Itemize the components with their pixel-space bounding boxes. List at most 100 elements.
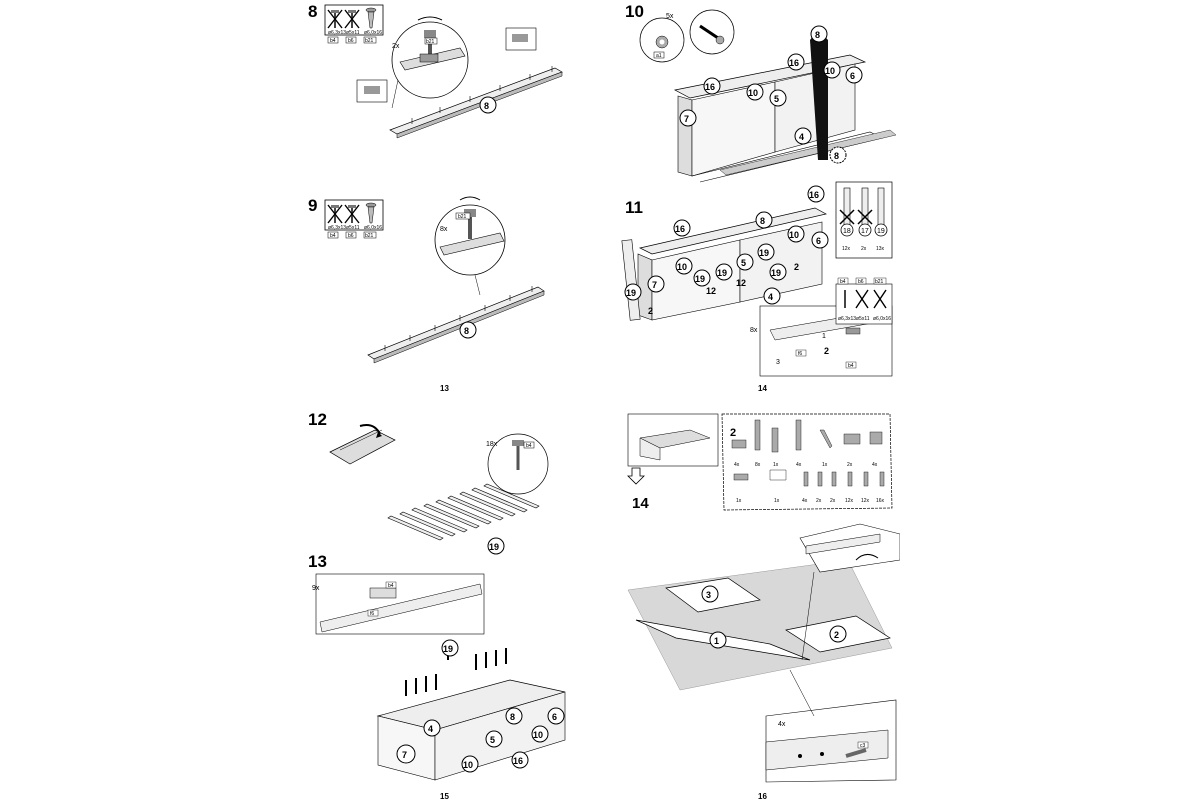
part-8-label: 8 bbox=[815, 30, 820, 40]
callout-code-f6: f6 bbox=[370, 611, 374, 617]
step-14-number: 14 bbox=[632, 495, 649, 512]
hw-size-2: ø5x11 bbox=[346, 30, 360, 36]
part-5-label: 5 bbox=[741, 258, 746, 268]
code-c3: c3 bbox=[860, 743, 866, 749]
hw-code-1: b4 bbox=[330, 233, 336, 239]
hw-code-3: b21 bbox=[875, 279, 884, 285]
part-4-label: 4 bbox=[768, 292, 773, 302]
hw-size-3: ø6,0x16 bbox=[873, 316, 891, 322]
code-a1: a1 bbox=[656, 53, 662, 59]
qty-label: 5x bbox=[666, 13, 674, 20]
step-9-number: 9 bbox=[308, 196, 318, 215]
code-b4: b4 bbox=[388, 583, 394, 589]
part-8-label: 8 bbox=[510, 712, 515, 722]
part-10-label: 10 bbox=[825, 66, 835, 76]
part-19-label: 19 bbox=[759, 248, 769, 258]
qty-label: 18x bbox=[486, 441, 498, 448]
part-10-label: 10 bbox=[533, 730, 543, 740]
screw-icon-b6 bbox=[344, 9, 360, 29]
kit2-qty-8: 16x bbox=[876, 498, 885, 504]
step-10-number: 10 bbox=[625, 2, 644, 21]
part-3-label: 3 bbox=[706, 590, 711, 600]
code-b4: b4 bbox=[526, 443, 532, 449]
kit2-qty-6: 12x bbox=[845, 498, 854, 504]
rail-part-17: 17 bbox=[861, 228, 869, 235]
detail-num-2: 2 bbox=[824, 346, 829, 356]
qty-label: 8x bbox=[440, 226, 448, 233]
detail-num-1: 1 bbox=[822, 333, 826, 340]
step-13-number: 13 bbox=[308, 552, 327, 571]
qty-label: 4x bbox=[778, 721, 786, 728]
page-15: 12 13 15 b4 18x 19 b4 bbox=[300, 400, 600, 801]
kit2-qty-3: 4x bbox=[802, 498, 808, 504]
part-8-label: 8 bbox=[760, 216, 765, 226]
part-10-label: 10 bbox=[677, 262, 687, 272]
part-12-label: 12 bbox=[706, 286, 716, 296]
rail-qty-18: 12x bbox=[842, 246, 851, 252]
hw-code-2: b6 bbox=[348, 38, 354, 44]
part-16-label: 16 bbox=[809, 190, 819, 200]
kit2-qty-1: 1x bbox=[736, 498, 742, 504]
screw-icon-b4 bbox=[327, 9, 343, 29]
kit-number: 2 bbox=[730, 427, 736, 439]
kit-qty-5: 1x bbox=[822, 462, 828, 468]
rail-part-18: 18 bbox=[843, 228, 851, 235]
part-2-label: 2 bbox=[834, 630, 839, 640]
page-number: 14 bbox=[758, 384, 767, 393]
step-16-illustration: 3 1 2 c3 4x bbox=[627, 523, 900, 783]
qty-label: 9x bbox=[312, 585, 320, 592]
part-19-label: 19 bbox=[489, 542, 499, 552]
step-9-illustration: ø6,3x13 ø5x11 ø6,0x16 b4 b6 b21 b21 8x 8 bbox=[324, 196, 545, 364]
kit2-qty-7: 12x bbox=[861, 498, 870, 504]
hw-size-1: ø6,3x13 bbox=[838, 316, 856, 322]
step-13-illustration: b4 f6 9x 19 4 8 6 7 5 10 10 16 bbox=[312, 573, 566, 781]
callout-code-b21: b21 bbox=[426, 39, 435, 45]
kit-qty-2: 8x bbox=[755, 462, 761, 468]
screw-code-b4: b4 bbox=[848, 363, 854, 369]
part-19-label: 19 bbox=[626, 288, 636, 298]
kit-qty-3: 1x bbox=[773, 462, 779, 468]
page-number: 16 bbox=[758, 792, 767, 801]
callout-code-f6: f6 bbox=[798, 351, 802, 357]
kit-qty-7: 4x bbox=[872, 462, 878, 468]
step-11-illustration: 18 17 19 12x 2x 13x 8x 1 2 3 f6 b4 b4 b6… bbox=[621, 181, 893, 377]
step-14-overview: 14 2 4x 8x 1x 4x 1x 2x 4x 1x bbox=[627, 413, 893, 512]
page-14: 10 11 14 a1 5x 8 16 16 10 bbox=[600, 0, 900, 400]
kit-qty-6: 2x bbox=[847, 462, 853, 468]
part-19-label: 19 bbox=[771, 268, 781, 278]
part-19-label: 19 bbox=[695, 274, 705, 284]
part-4-label: 4 bbox=[799, 132, 804, 142]
part-5-label: 5 bbox=[490, 735, 495, 745]
detail-num-3: 3 bbox=[776, 359, 780, 366]
step-8-illustration: ø6,3x13 ø5x11 ø6,0x16 b4 b6 b21 2x b21 8 bbox=[324, 4, 563, 139]
hw-code-3: b21 bbox=[365, 233, 374, 239]
page-number: 13 bbox=[440, 384, 449, 393]
part-4-label: 4 bbox=[428, 724, 433, 734]
part-7-label: 7 bbox=[402, 750, 407, 760]
qty-label: 8x bbox=[750, 327, 758, 334]
kit2-qty-4: 2x bbox=[816, 498, 822, 504]
part-7-label: 7 bbox=[652, 280, 657, 290]
part-10-label: 10 bbox=[789, 230, 799, 240]
screw-icon-b21 bbox=[365, 202, 377, 224]
hw-size-3: ø6,0x16 bbox=[364, 225, 382, 231]
part-7-label: 7 bbox=[684, 114, 689, 124]
part-16-label: 16 bbox=[789, 58, 799, 68]
part-6-label: 6 bbox=[552, 712, 557, 722]
part-6-label: 6 bbox=[850, 71, 855, 81]
screw-icon-b6 bbox=[344, 204, 360, 224]
part-6-label: 6 bbox=[816, 236, 821, 246]
step-11-number: 11 bbox=[625, 198, 643, 217]
step-8-number: 8 bbox=[308, 2, 318, 21]
hw-size-2: ø5x11 bbox=[346, 225, 360, 231]
part-12-label: 12 bbox=[736, 278, 746, 288]
kit2-qty-2: 1x bbox=[774, 498, 780, 504]
part-16-label: 16 bbox=[675, 224, 685, 234]
hw-size-1: ø6,3x13 bbox=[328, 225, 346, 231]
part-2-label: 2 bbox=[648, 306, 653, 316]
part-8-label: 8 bbox=[834, 151, 839, 161]
part-16-label: 16 bbox=[513, 756, 523, 766]
part-8-label: 8 bbox=[464, 326, 469, 336]
rail-qty-17: 2x bbox=[861, 246, 867, 252]
part-10-label: 10 bbox=[748, 88, 758, 98]
